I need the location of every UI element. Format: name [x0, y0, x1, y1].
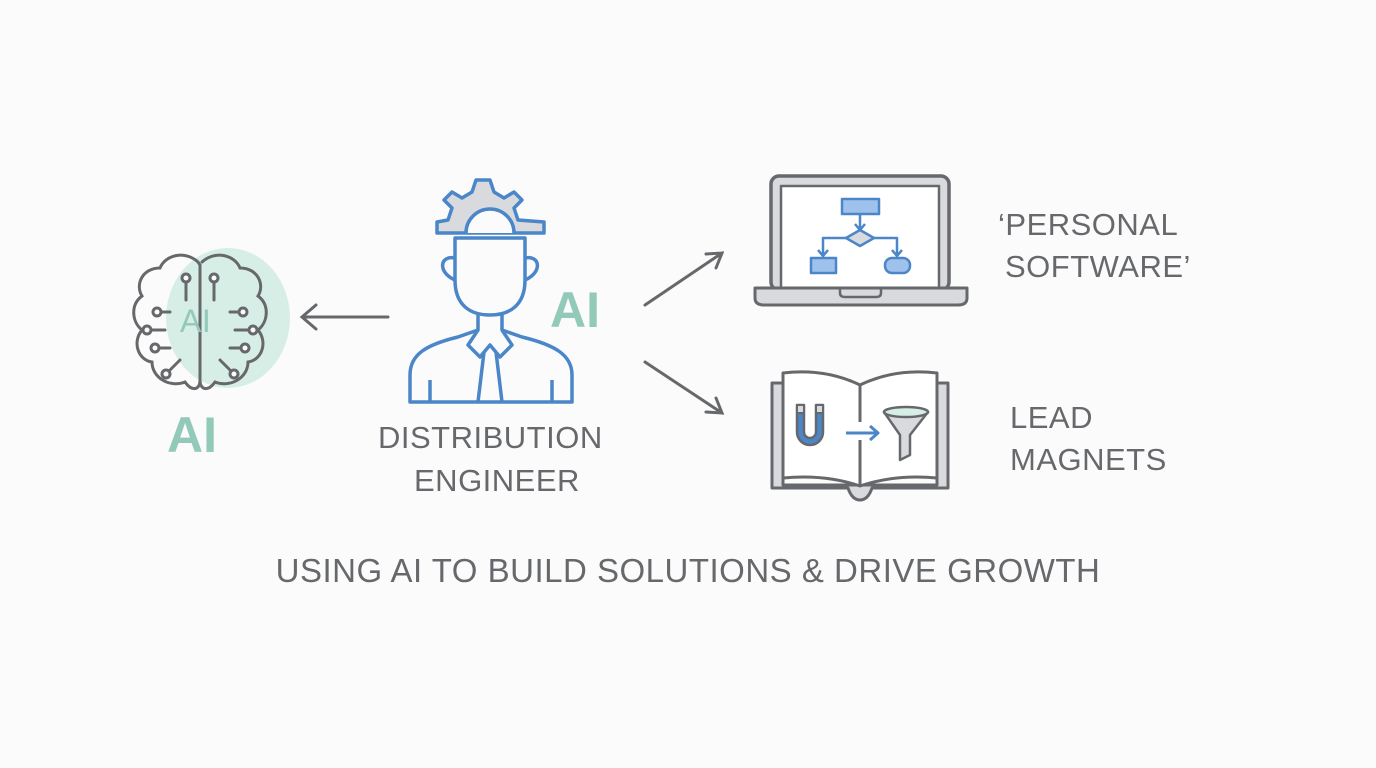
engineer-title-line1: DISTRIBUTION	[378, 420, 603, 455]
laptop-flowchart-icon	[753, 174, 969, 307]
personal-software-line1: ‘PERSONAL	[998, 207, 1179, 242]
lead-magnets-line1: LEAD	[1010, 400, 1093, 435]
brain-icon	[132, 248, 290, 390]
caption: USING AI TO BUILD SOLUTIONS & DRIVE GROW…	[275, 552, 1101, 589]
brain-inner-label: AI	[180, 303, 212, 339]
engineer-icon	[408, 178, 574, 404]
engineer-ai-label: AI	[550, 282, 600, 338]
engineer-title-line2: ENGINEER	[414, 463, 580, 498]
book-lead-magnet-icon	[770, 370, 950, 502]
brain-label: AI	[167, 407, 217, 463]
lead-magnets-line2: MAGNETS	[1010, 442, 1167, 477]
arrow-left-icon	[299, 303, 390, 331]
arrow-down-right-icon	[643, 360, 725, 415]
arrow-up-right-icon	[643, 251, 725, 307]
personal-software-line2: SOFTWARE’	[1005, 249, 1191, 284]
